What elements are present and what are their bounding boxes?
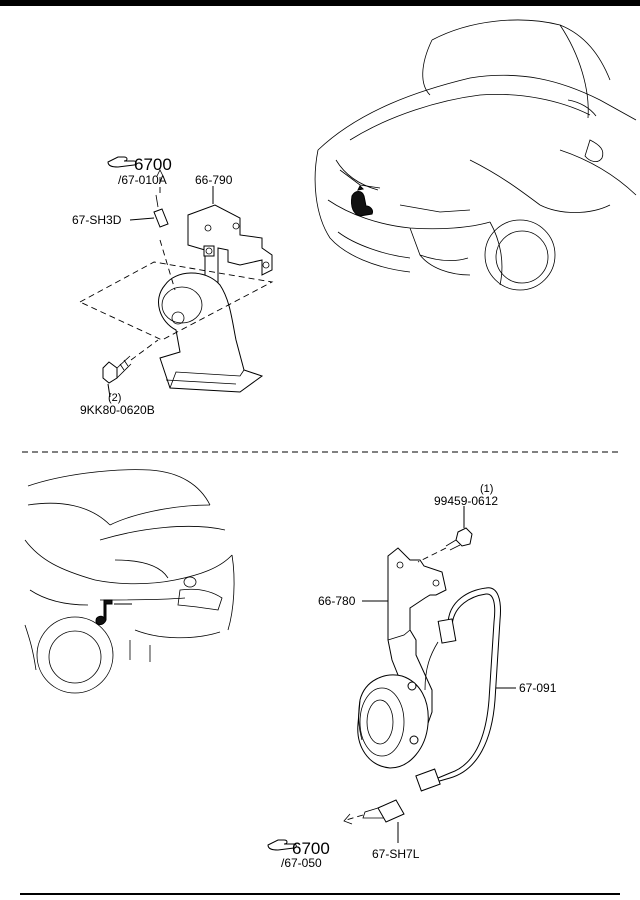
horn-top-drawing — [158, 272, 264, 393]
harness-67-091-drawing — [435, 587, 501, 783]
bottom-bracket-label[interactable]: 66-780 — [318, 594, 356, 608]
ref-hand-icon — [267, 839, 297, 851]
ref-hand-icon — [107, 156, 137, 168]
top-horn-assembly — [78, 169, 274, 398]
top-ref-sub[interactable]: /67-010A — [118, 173, 167, 187]
bolt-99459-drawing — [417, 527, 473, 563]
top-bolt-qty: (2) — [108, 392, 121, 404]
top-ref-page[interactable]: 6700 — [134, 155, 172, 174]
top-connector-label[interactable]: 67-SH3D — [72, 213, 122, 227]
connector-67-sh7l-drawing — [377, 799, 405, 823]
horn-note-icon — [95, 599, 132, 626]
top-border-bar — [0, 0, 640, 6]
bolt-9kk80-drawing — [102, 339, 159, 384]
horn-location-icon — [351, 185, 373, 217]
top-bracket-label[interactable]: 66-790 — [195, 173, 233, 187]
bottom-bolt-label[interactable]: 99459-0612 — [434, 494, 498, 508]
bottom-ref-page[interactable]: 6700 — [292, 839, 330, 858]
bottom-connector-label[interactable]: 67-SH7L — [372, 847, 420, 861]
bottom-border-bar — [20, 893, 620, 895]
bottom-harness-label[interactable]: 67-091 — [519, 681, 557, 695]
bottom-ref-sub[interactable]: /67-050 — [281, 856, 322, 870]
bottom-bolt-qty: (1) — [480, 483, 493, 495]
car-front-illustration — [314, 19, 637, 291]
bottom-horn-assembly — [343, 506, 516, 843]
connector-67-sh3d-drawing — [153, 208, 169, 228]
car-rear-illustration — [24, 469, 235, 694]
top-bolt-label[interactable]: 9KK80-0620B — [80, 403, 155, 417]
